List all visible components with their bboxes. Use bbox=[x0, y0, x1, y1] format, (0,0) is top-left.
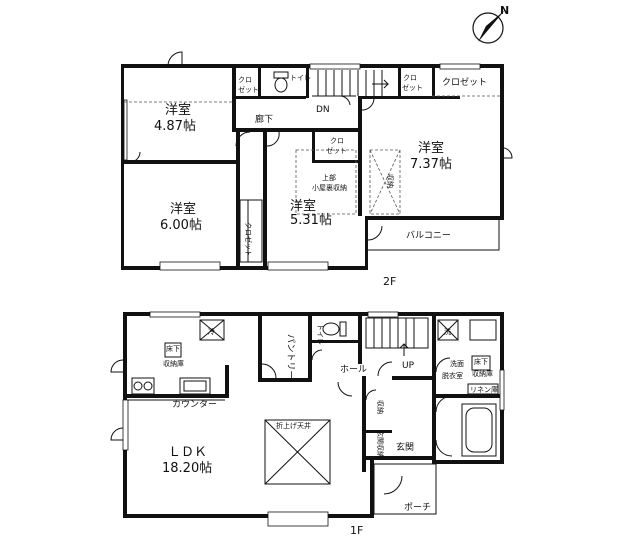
attic-label-line2: 小屋裏収納 bbox=[312, 183, 347, 192]
closet-2f-d-line1: クロ bbox=[330, 137, 344, 145]
floor-storage-ldk-line2: 収納庫 bbox=[163, 359, 184, 368]
room-2f-bedroom-6-00-size: 6.00帖 bbox=[160, 218, 202, 233]
counter-label: カウンター bbox=[172, 399, 217, 410]
raised-ceiling-label: 折上げ天井 bbox=[276, 421, 311, 430]
bathtub-icon bbox=[461, 403, 497, 457]
room-2f-bedroom-4-87-name: 洋室 bbox=[165, 102, 191, 118]
room-1f-ldk-name: ＬＤＫ bbox=[168, 445, 207, 460]
balcony-label: バルコニー bbox=[406, 230, 451, 241]
floor-storage-ldk-line1: 床下 bbox=[166, 344, 180, 353]
toilet-fixture-1f bbox=[322, 321, 347, 337]
washer-label: 洗 bbox=[444, 327, 451, 336]
room-2f-bedroom-4-87-size: 4.87帖 bbox=[154, 119, 196, 134]
closet-2f-e-label: クロゼット bbox=[244, 222, 253, 257]
toilet-1f-label: トイレ bbox=[316, 324, 324, 345]
room-2f-bedroom-6-00-name: 洋室 bbox=[170, 201, 196, 217]
stairs-1f bbox=[365, 317, 429, 356]
pantry-label: パントリー bbox=[285, 334, 296, 379]
floor-1f-label: 1F bbox=[350, 524, 363, 537]
floor-2f: 洋室 4.87帖 洋室 6.00帖 洋室 5.31帖 洋室 7.37帖 クロ ゼ… bbox=[121, 51, 513, 288]
dressing-room-line2: 脱衣室 bbox=[442, 371, 463, 380]
dressing-room-line1: 洗面 bbox=[450, 359, 464, 368]
entrance-storage-label: 玄関収納 bbox=[376, 430, 385, 458]
compass-north-label: N bbox=[500, 4, 509, 17]
kitchen-stove-icon bbox=[131, 377, 155, 395]
closet-2f-c-label: クロゼット bbox=[442, 76, 487, 88]
fridge-label: 冷 bbox=[208, 327, 215, 336]
floor-1f: ＬＤＫ 18.20帖 冷 床下 収納庫 カウンター パントリー トイレ ホール … bbox=[110, 311, 505, 537]
closet-2f-a-line2: ゼット bbox=[238, 85, 259, 94]
stairs-up-label: UP bbox=[402, 361, 415, 371]
room-2f-bedroom-7-37-name: 洋室 bbox=[418, 140, 444, 156]
toilet-2f-label: トイレ bbox=[290, 74, 311, 82]
washer-icon bbox=[437, 319, 459, 341]
closet-2f-a-line1: クロ bbox=[238, 76, 252, 84]
room-2f-bedroom-7-37-size: 7.37帖 bbox=[410, 157, 452, 172]
hallway-2f-label: 廊下 bbox=[255, 113, 273, 125]
stairs-dn-label: DN bbox=[316, 105, 330, 115]
floor-storage-bath-line1: 床下 bbox=[474, 357, 488, 366]
closet-2f-b-line1: クロ bbox=[403, 74, 417, 82]
storage-2f-label: 収納 bbox=[386, 174, 395, 188]
kitchen-sink-icon bbox=[179, 377, 211, 395]
room-2f-bedroom-5-31-size: 5.31帖 bbox=[290, 213, 332, 228]
hall-label: ホール bbox=[340, 364, 367, 375]
floor-2f-label: 2F bbox=[383, 275, 396, 288]
room-2f-bedroom-5-31-name: 洋室 bbox=[290, 198, 316, 214]
floor-storage-bath-line2: 収納庫 bbox=[472, 369, 493, 378]
toilet-fixture-2f bbox=[273, 71, 289, 93]
fridge-icon bbox=[199, 319, 225, 341]
entrance-label: 玄関 bbox=[396, 441, 414, 453]
linen-storage-label: リネン庫 bbox=[470, 385, 498, 394]
porch-label: ポーチ bbox=[404, 502, 431, 513]
closet-2f-b-line2: ゼット bbox=[402, 83, 423, 92]
stairs-2f bbox=[312, 70, 390, 97]
compass: N bbox=[472, 4, 509, 44]
compass-needle-icon bbox=[478, 10, 505, 42]
room-1f-ldk-size: 18.20帖 bbox=[162, 461, 212, 476]
attic-label-line1: 上部 bbox=[322, 173, 336, 182]
storage-1f-label: 収納 bbox=[376, 400, 385, 414]
raised-ceiling-icon bbox=[264, 419, 331, 485]
closet-2f-d-line2: ゼット bbox=[326, 146, 347, 155]
compass-circle bbox=[472, 12, 504, 44]
